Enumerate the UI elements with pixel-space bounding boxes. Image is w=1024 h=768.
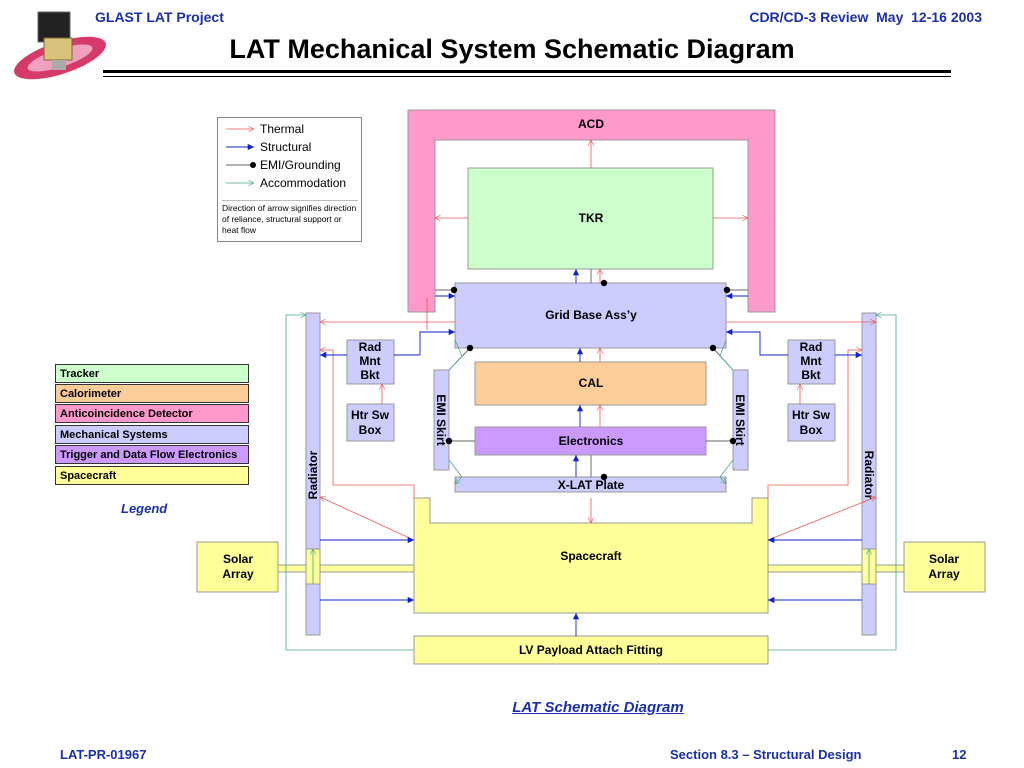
document-number: LAT-PR-01967 <box>60 747 147 762</box>
grid-base-box <box>454 282 727 349</box>
key-calorimeter: Calorimeter <box>55 384 249 403</box>
rad-mnt-bkt-left <box>346 339 395 385</box>
emi-skirt-right <box>732 369 749 471</box>
tkr-label: TKR <box>579 211 604 225</box>
emi-skirt-right-label: EMI Skirt <box>733 394 747 445</box>
electronics-box <box>474 426 707 456</box>
acd-label: ACD <box>578 117 604 131</box>
legend-structural: Structural <box>260 140 312 154</box>
legend-emi-grounding: EMI/Grounding <box>260 158 341 172</box>
legend-accommodation: Accommodation <box>260 176 347 190</box>
page-number: 12 <box>952 747 967 762</box>
electronics-label: Electronics <box>559 434 624 448</box>
section-label: Section 8.3 – Structural Design <box>670 747 862 762</box>
glast-logo-icon <box>14 11 106 80</box>
htr-sw-box-right <box>787 403 836 442</box>
legend-line-samples <box>226 118 256 198</box>
key-tracker: Tracker <box>55 364 249 383</box>
rad-mnt-bkt-right <box>787 339 836 385</box>
solar-array-left <box>196 541 279 593</box>
emi-grounding-connections <box>435 269 748 481</box>
title-rule <box>103 70 951 73</box>
structural-connections <box>320 269 862 636</box>
solar-array-right <box>903 541 986 593</box>
legend-note: Direction of arrow signifies direction o… <box>222 200 358 236</box>
radiator-right-label: Radiator <box>862 451 876 500</box>
cal-box <box>474 361 707 406</box>
lv-payload-label: LV Payload Attach Fitting <box>519 643 663 657</box>
key-anticoincidence-detector: Anticoincidence Detector <box>55 404 249 423</box>
htr-sw-box-left <box>346 403 395 442</box>
page-title: LAT Mechanical System Schematic Diagram <box>229 34 795 64</box>
emi-skirt-left <box>433 369 450 471</box>
key-spacecraft: Spacecraft <box>55 466 249 485</box>
cal-label: CAL <box>579 376 604 390</box>
emi-skirt-left-label: EMI Skirt <box>434 394 448 445</box>
acd-frame <box>407 109 776 313</box>
project-name: GLAST LAT Project <box>95 9 224 25</box>
line-type-legend: Thermal Structural EMI/Grounding Accommo… <box>217 117 362 242</box>
grid-base-label: Grid Base Ass’y <box>545 308 637 322</box>
spacecraft-label: Spacecraft <box>560 549 621 563</box>
diagram-caption: LAT Schematic Diagram <box>512 699 684 716</box>
legend-thermal: Thermal <box>260 122 305 136</box>
key-trigger-data-flow-electronics: Trigger and Data Flow Electronics <box>55 445 249 464</box>
spacecraft-box <box>413 497 769 614</box>
tkr-box <box>467 167 714 270</box>
title-rule-thin <box>103 76 951 77</box>
review-date: CDR/CD-3 Review May 12-16 2003 <box>749 9 982 25</box>
legend-caption: Legend <box>121 501 168 516</box>
accommodation-connections <box>285 315 897 651</box>
key-mechanical-systems: Mechanical Systems <box>55 425 249 444</box>
xlat-plate-label: X-LAT Plate <box>558 478 625 492</box>
radiator-left-label: Radiator <box>306 450 320 499</box>
thermal-connections <box>320 140 876 541</box>
